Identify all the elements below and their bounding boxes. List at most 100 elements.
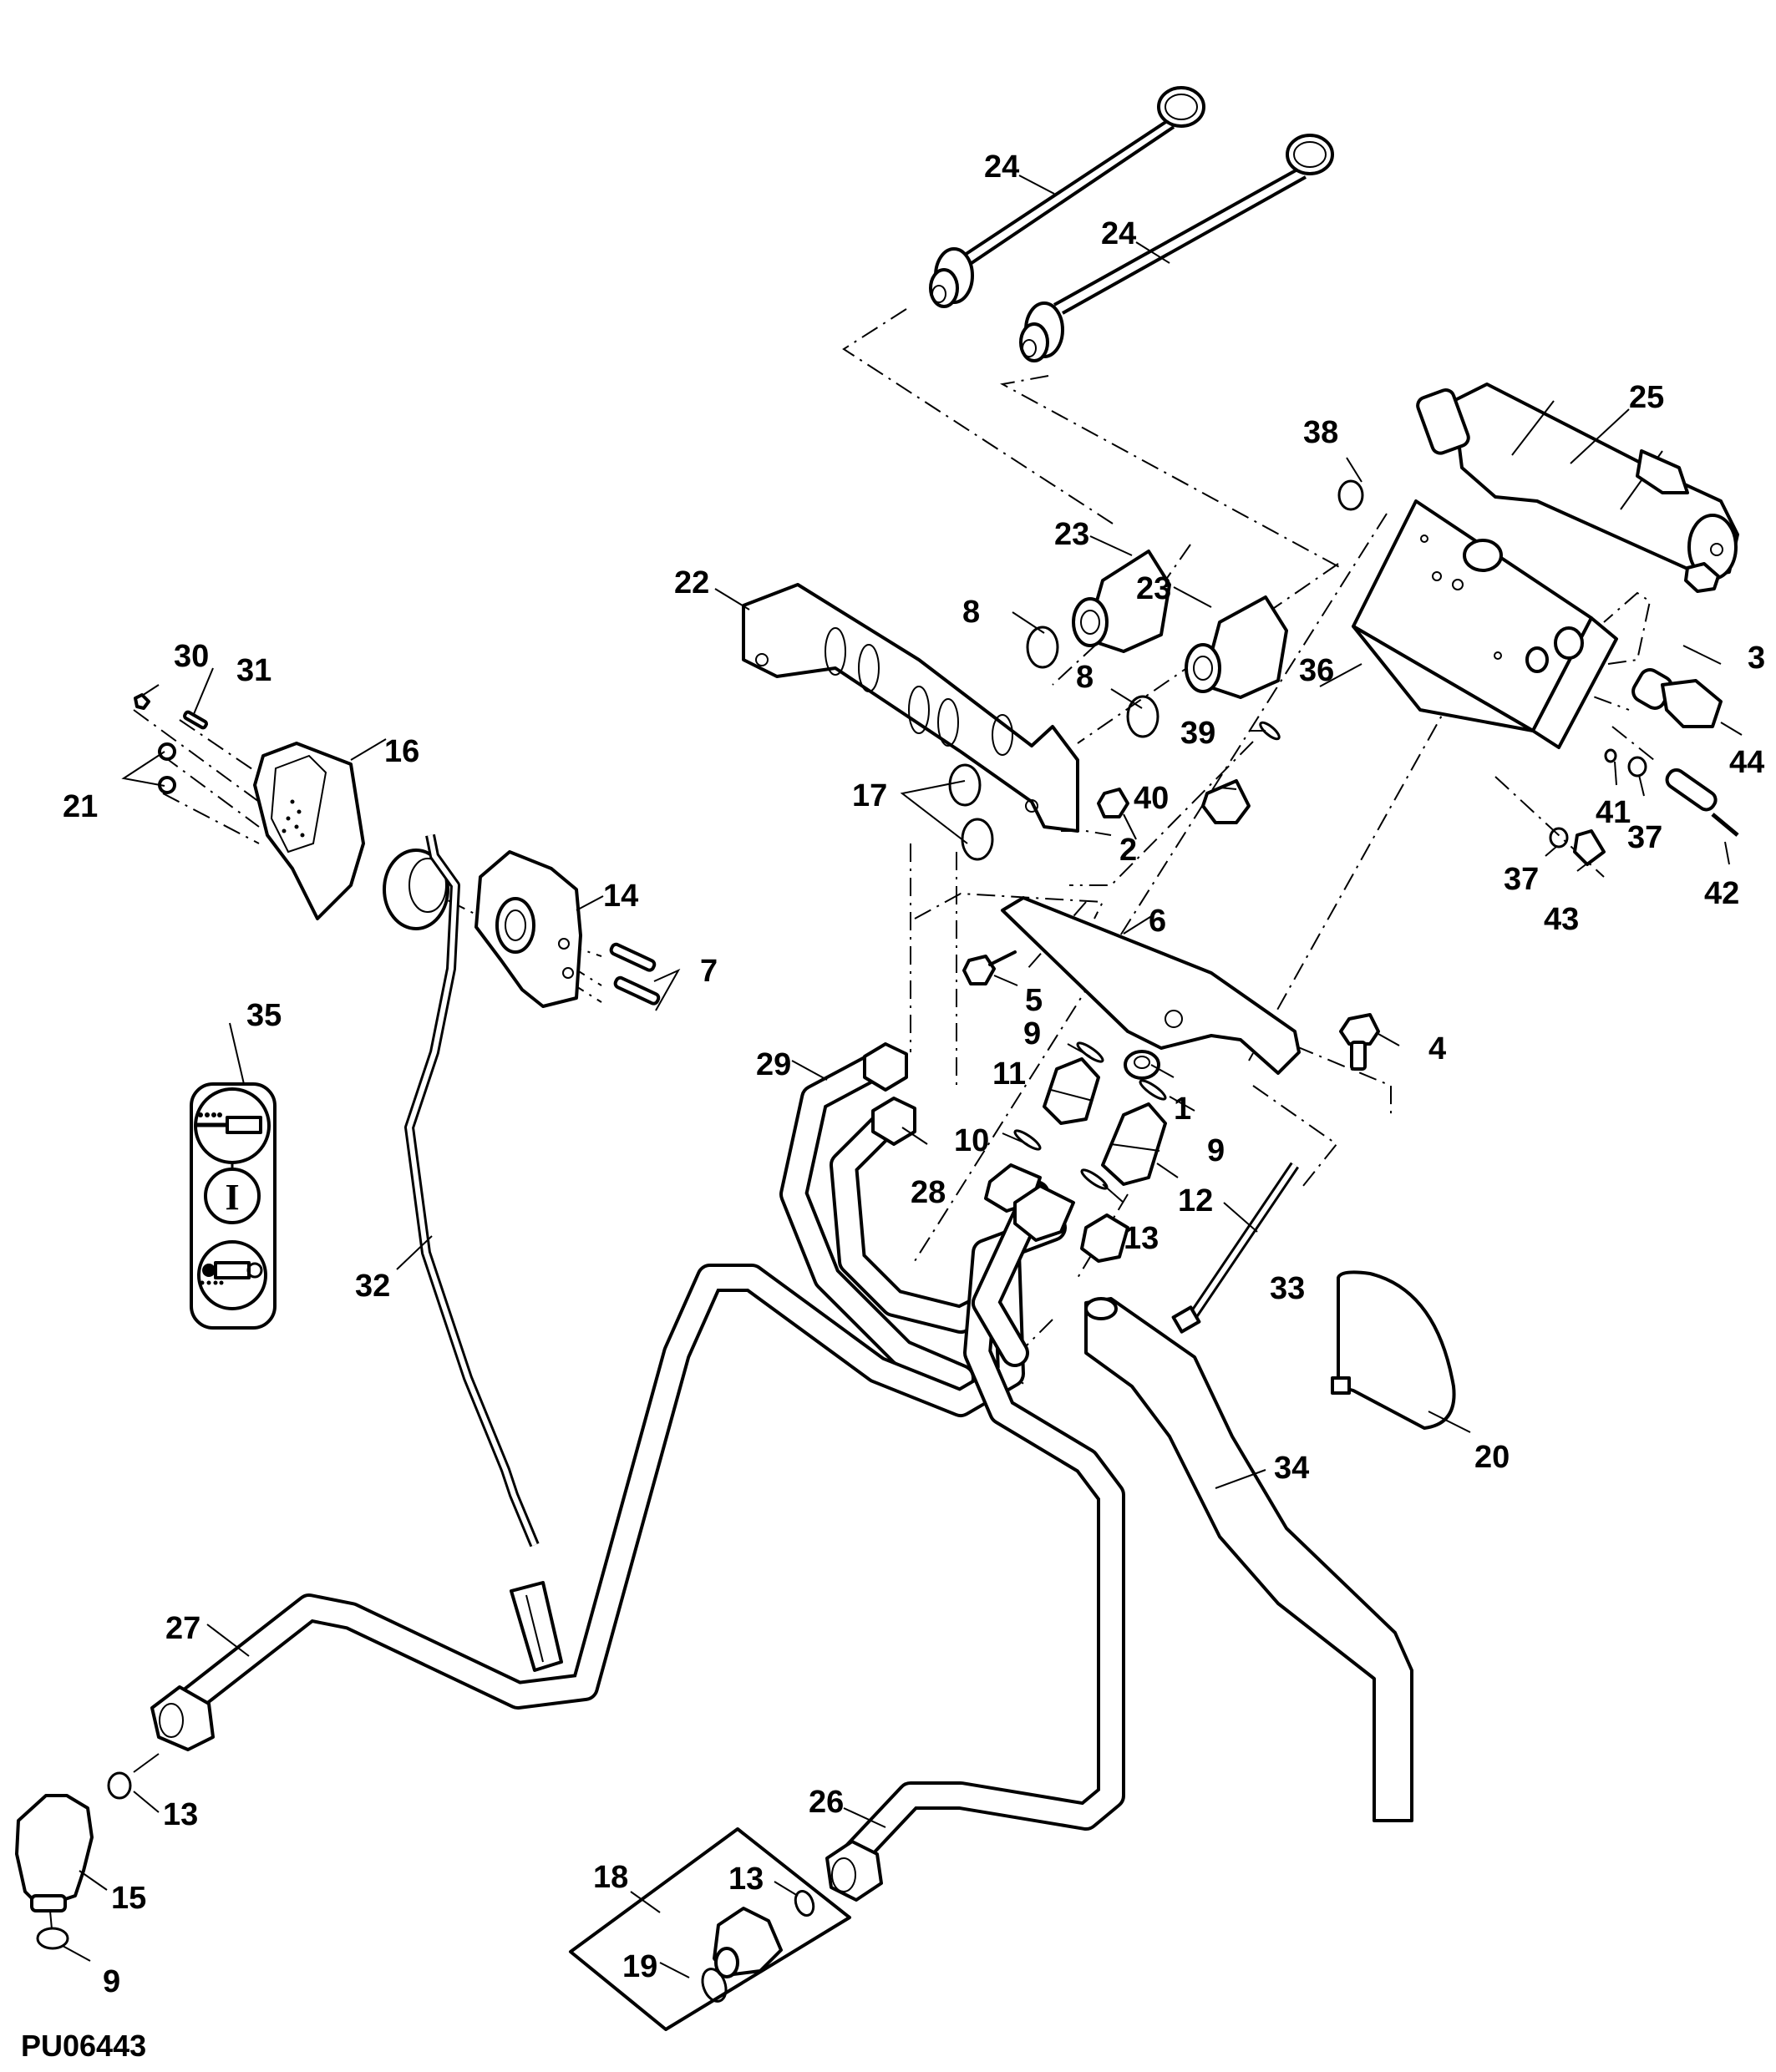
callout-41[interactable]: 41 — [1596, 795, 1631, 830]
callout-9b[interactable]: 9 — [1207, 1133, 1225, 1168]
callout-35[interactable]: 35 — [246, 998, 282, 1033]
callout-11[interactable]: 11 — [992, 1056, 1026, 1092]
callout-26[interactable]: 26 — [809, 1785, 844, 1820]
snap-ring-8b[interactable] — [1126, 695, 1159, 738]
callout-2[interactable]: 2 — [1119, 833, 1137, 868]
pressure-switch-42[interactable] — [1664, 767, 1739, 837]
screw-7a[interactable] — [609, 942, 657, 972]
o-ring-9b[interactable] — [1138, 1078, 1167, 1102]
cap-screw-4[interactable] — [1339, 1013, 1380, 1071]
callout-32[interactable]: 32 — [355, 1269, 390, 1304]
tube-nut-29[interactable] — [863, 1042, 908, 1092]
callout-29[interactable]: 29 — [756, 1047, 791, 1082]
o-ring-19[interactable] — [698, 1966, 730, 2004]
snap-ring-8a[interactable] — [1026, 626, 1059, 669]
callout-13c[interactable]: 13 — [728, 1862, 764, 1897]
o-ring-37b[interactable] — [1549, 827, 1569, 849]
callout-42[interactable]: 42 — [1704, 876, 1739, 911]
fitting-kit-18[interactable] — [569, 1827, 851, 2031]
callout-23a[interactable]: 23 — [1054, 517, 1089, 552]
callout-40[interactable]: 40 — [1134, 781, 1169, 816]
screw-30[interactable] — [134, 693, 150, 710]
callout-27[interactable]: 27 — [165, 1611, 200, 1646]
callout-19[interactable]: 19 — [622, 1949, 657, 1984]
callout-30[interactable]: 30 — [174, 639, 209, 674]
elbow-fitting-15[interactable] — [15, 1794, 94, 1912]
callout-9c[interactable]: 9 — [103, 1964, 120, 1999]
coupler-bracket-22[interactable] — [742, 583, 1079, 833]
callout-8b[interactable]: 8 — [1076, 660, 1094, 695]
switch-bezel[interactable] — [383, 849, 449, 930]
flange-nut-1[interactable] — [1124, 1050, 1160, 1080]
callout-12[interactable]: 12 — [1178, 1183, 1213, 1218]
decal-35[interactable]: I — [190, 1082, 277, 1330]
callout-43[interactable]: 43 — [1544, 902, 1579, 937]
callout-16[interactable]: 16 — [384, 734, 419, 769]
screw-31[interactable] — [182, 710, 209, 730]
callout-14[interactable]: 14 — [603, 879, 638, 914]
callout-3[interactable]: 3 — [1748, 641, 1765, 676]
callout-5[interactable]: 5 — [1025, 983, 1043, 1018]
callout-7[interactable]: 7 — [700, 954, 718, 989]
quick-coupler-23a[interactable] — [1072, 550, 1171, 653]
o-ring-9c[interactable] — [36, 1927, 69, 1950]
screw-7b[interactable] — [613, 975, 661, 1006]
valve-block-36[interactable] — [1352, 499, 1618, 749]
orifice-plug-43[interactable] — [1573, 829, 1606, 866]
snap-ring-17a[interactable] — [948, 763, 982, 807]
callout-37b[interactable]: 37 — [1504, 862, 1539, 897]
o-ring-13a[interactable] — [1079, 1168, 1109, 1192]
callout-6[interactable]: 6 — [1149, 904, 1166, 939]
plug-40[interactable] — [1201, 779, 1251, 824]
callout-8a[interactable]: 8 — [962, 595, 980, 630]
cable-tie-33[interactable] — [1171, 1162, 1299, 1334]
tube-nut-26[interactable] — [825, 1840, 883, 1902]
callout-25[interactable]: 25 — [1629, 380, 1664, 415]
callout-10[interactable]: 10 — [954, 1123, 989, 1158]
callout-38[interactable]: 38 — [1303, 415, 1338, 450]
dust-cap-24b[interactable] — [1019, 134, 1334, 362]
callout-13a[interactable]: 13 — [1124, 1221, 1159, 1256]
callout-1[interactable]: 1 — [1174, 1092, 1191, 1127]
callout-39[interactable]: 39 — [1180, 716, 1215, 751]
drain-hose-34[interactable] — [1084, 1297, 1413, 1822]
nut-21a[interactable] — [158, 742, 176, 761]
fitting-12[interactable] — [1101, 1102, 1167, 1186]
fitting-11[interactable] — [1043, 1057, 1100, 1125]
callout-13b[interactable]: 13 — [163, 1797, 198, 1832]
callout-23b[interactable]: 23 — [1136, 571, 1171, 606]
wiring-harness-32[interactable] — [404, 833, 563, 1672]
relief-valve-44[interactable] — [1630, 666, 1723, 728]
o-ring-37a[interactable] — [1627, 756, 1647, 778]
o-ring-13c[interactable] — [792, 1888, 816, 1917]
quick-coupler-23b[interactable] — [1185, 595, 1288, 699]
callout-17[interactable]: 17 — [852, 778, 887, 813]
callout-24a[interactable]: 24 — [984, 149, 1019, 185]
o-ring-41[interactable] — [1604, 748, 1617, 763]
callout-20[interactable]: 20 — [1474, 1440, 1510, 1475]
callout-15[interactable]: 15 — [111, 1881, 146, 1916]
o-ring-39[interactable] — [1258, 720, 1281, 742]
hose-clamp-20[interactable] — [1331, 1270, 1456, 1430]
callout-24b[interactable]: 24 — [1101, 216, 1136, 251]
nut-2[interactable] — [1097, 788, 1129, 818]
o-ring-13b[interactable] — [107, 1771, 132, 1800]
switch-cover-16[interactable] — [253, 742, 365, 920]
mounting-bracket-6[interactable] — [1001, 896, 1301, 1075]
callout-34[interactable]: 34 — [1274, 1451, 1309, 1486]
callout-4[interactable]: 4 — [1428, 1031, 1446, 1066]
callout-37a[interactable]: 37 — [1627, 820, 1662, 855]
callout-21[interactable]: 21 — [63, 789, 98, 824]
plug-3[interactable] — [1684, 562, 1720, 593]
callout-33[interactable]: 33 — [1270, 1271, 1305, 1306]
callout-36[interactable]: 36 — [1299, 653, 1334, 688]
callout-22[interactable]: 22 — [674, 565, 709, 600]
snap-ring-17b[interactable] — [961, 818, 994, 861]
tube-nut-28[interactable] — [871, 1097, 916, 1146]
switch-housing-14[interactable] — [474, 850, 582, 1008]
callout-31[interactable]: 31 — [236, 653, 271, 688]
callout-18[interactable]: 18 — [593, 1860, 628, 1895]
callout-28[interactable]: 28 — [911, 1175, 946, 1210]
dust-cap-24a[interactable] — [929, 86, 1205, 308]
cap-screw-5[interactable] — [962, 950, 1017, 985]
